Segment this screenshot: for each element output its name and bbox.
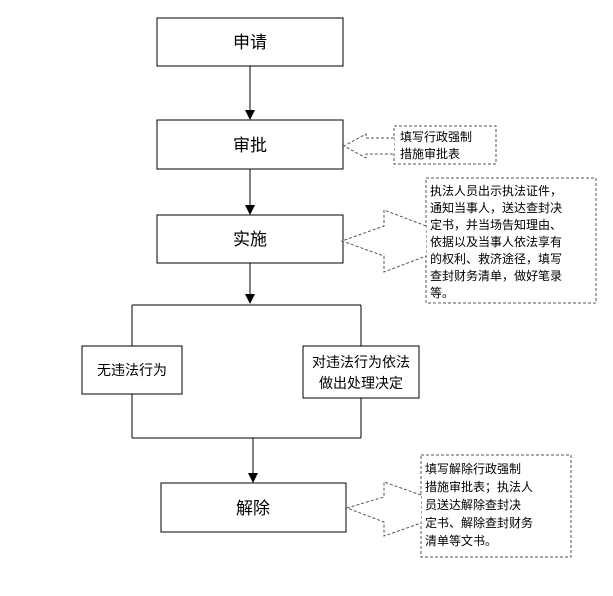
note-implement-line: 查封财务清单，做好笔录 [430, 268, 562, 283]
step-apply: 申请 [156, 17, 344, 67]
note-release-line: 填写解除行政强制 [425, 461, 521, 476]
step-release-label: 解除 [236, 499, 270, 519]
note-implement-line: 的权利、救济途径，填写 [430, 251, 562, 266]
step-approve-label: 审批 [233, 136, 267, 156]
note-release-line: 措施审批表；执法人 [425, 479, 533, 494]
note-implement: 执法人员出示执法证件， 通知当事人，送达查封决 定书，并当场告知理由、 依据以及… [340, 177, 597, 304]
step-apply-label: 申请 [233, 33, 267, 53]
note-release-line: 清单等文书。 [425, 533, 497, 548]
branch-bracket [131, 304, 362, 439]
note-approve: 填写行政强制 措施审批表 [342, 125, 497, 165]
note-implement-pointer [340, 209, 427, 273]
note-release-line: 定书、解除查封财务 [425, 515, 533, 530]
note-release: 填写解除行政强制 措施审批表；执法人 员送达解除查封决 定书、解除查封财务 清单… [345, 454, 572, 558]
note-approve-line: 措施审批表 [400, 146, 460, 161]
note-release-line: 员送达解除查封决 [425, 497, 521, 512]
note-approve-line: 填写行政强制 [400, 130, 472, 144]
note-implement-line: 等。 [430, 286, 454, 300]
step-no-violation: 无违法行为 [81, 345, 183, 395]
step-no-violation-label: 无违法行为 [97, 363, 167, 379]
step-violation: 对违法行为依法 做出处理决定 [302, 345, 420, 399]
note-implement-line: 通知当事人，送达查封决 [430, 200, 562, 215]
step-release: 解除 [160, 482, 347, 533]
step-approve: 审批 [156, 119, 344, 170]
step-violation-label-line2: 做出处理决定 [319, 376, 403, 392]
note-implement-line: 执法人员出示执法证件， [430, 184, 562, 198]
note-implement-line: 依据以及当事人依法享有 [430, 234, 562, 249]
note-release-pointer [345, 481, 422, 537]
step-implement-label: 实施 [233, 230, 267, 250]
step-violation-label-line1: 对违法行为依法 [312, 355, 410, 371]
step-implement: 实施 [156, 214, 344, 264]
note-implement-line: 定书，并当场告知理由、 [430, 217, 562, 232]
note-approve-pointer [342, 133, 394, 159]
